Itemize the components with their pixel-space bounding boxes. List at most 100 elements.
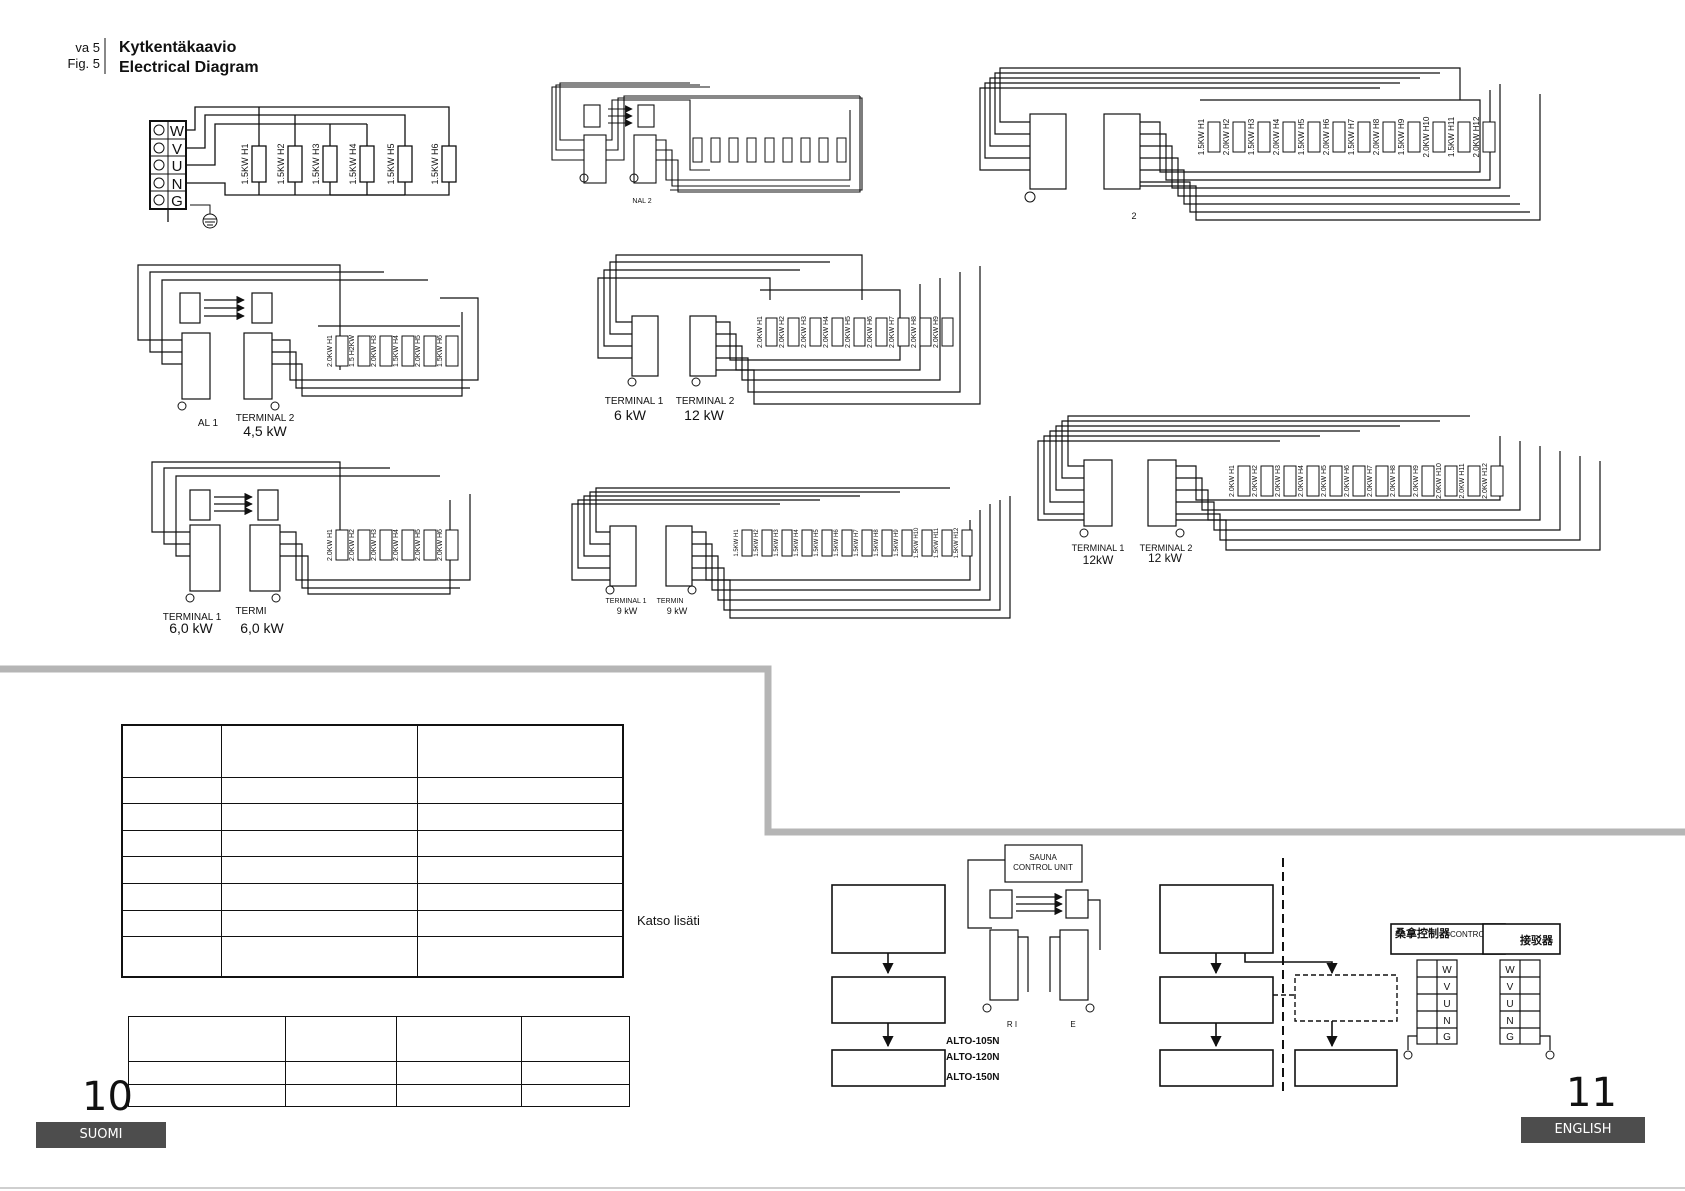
resistor-label: 1.5KW H2 [754,529,760,557]
terminal-block-controller [1407,959,1458,1050]
resistor-label: 1.5KW H1 [240,143,250,184]
page-number-right: 11 [1566,1070,1617,1116]
resistor-label: 2.0KW H6 [867,316,874,348]
terminal-block-connector [1499,959,1551,1050]
resistor-bank: 2.0KW H1 2.0KW H2 2.0KW H3 2.0KW H4 2.0K… [1229,463,1504,499]
ctrl-terminal-n: N [1443,1016,1450,1027]
language-tab-suomi: SUOMI [36,1122,166,1148]
resistor-label: 2.0KW H8 [1390,465,1397,497]
diagram-5-terminal-1: TERMINAL 1 [605,396,664,407]
resistor-bank: 1.5KW H1 2.0KW H2 1.5KW H3 2.0KW H4 1.5K… [1197,116,1496,157]
resistor-label: 2.0KW H2 [1252,465,1259,497]
figure-number-en: Fig. 5 [67,56,100,71]
diagram-4: 2.0KW H1 1.5 H2KW 2.0KW H3 1.5KW H4 2.0K… [137,264,479,439]
resistor-label: 2.0KW H8 [1372,118,1381,155]
diagram-6-power-1: 12kW [1083,553,1114,567]
resistor-label: 2.0KW H12 [1472,116,1481,157]
figure-header: va 5 Fig. 5 Kytkentäkaavio Electrical Di… [67,38,259,76]
diagram-8-terminal-1: TERMINAL 1 [606,598,647,605]
resistor-label: 1.5KW H11 [1447,116,1456,157]
ctrl-terminal-u: U [1443,999,1450,1010]
resistor-label: 2.0KW H1 [327,335,334,367]
connector-cn: 接驳器 [1520,933,1554,947]
resistor-label: 2.0KW H5 [1321,465,1328,497]
diagram-3-label: 2 [1131,211,1136,221]
resistor-bank: 1.5KW H1 1.5KW H2 1.5KW H3 1.5KW H4 1.5K… [734,527,973,558]
resistor-label: 1.5KW H6 [430,143,440,184]
resistor-label: 1.5KW H1 [734,529,740,557]
diagram-4-label-right: TERMINAL 2 [236,413,295,424]
resistor: 1.5KW H6 [430,143,457,185]
page-number-left: 10 [82,1074,133,1120]
control-unit-diagram: SAUNA CONTROL UNIT R I E ALTO-105N ALTO-… [831,844,1101,1087]
model-120n: ALTO-120N [946,1052,1000,1063]
resistor-bank: 2.0KW H1 1.5 H2KW 2.0KW H3 1.5KW H4 2.0K… [327,335,459,367]
diagram-1: W V U N G 1.5KW H1 1.5KW H2 1.5KW H3 1.5… [149,106,457,229]
terminal-block: W V U N G [149,120,187,210]
diagram-5-terminal-2: TERMINAL 2 [676,396,735,407]
terminal-w: W [170,123,185,140]
resistor-label: 2.0KW H6 [437,529,444,561]
resistor-label: 1.5KW H9 [1397,118,1406,155]
section-separator [0,665,1685,836]
ctrl-terminal-v: V [1444,982,1451,993]
resistor-label: 2.0KW H3 [801,316,808,348]
resistor: 1.5KW H2 [276,143,303,185]
resistor-label: 2.0KW H4 [393,529,400,561]
terminal-u: U [172,158,183,175]
resistor-bank [692,137,847,163]
resistor-label: 2.0KW H4 [1298,465,1305,497]
resistor-label: 2.0KW H3 [371,529,378,561]
diagram-4-power: 4,5 kW [243,423,287,439]
language-tab-english: ENGLISH [1521,1117,1645,1143]
resistor-label: 1.5KW H6 [834,529,840,557]
controller-cn: 桑拿控制器 [1394,926,1451,940]
diagram-8: 1.5KW H1 1.5KW H2 1.5KW H3 1.5KW H4 1.5K… [571,487,1011,619]
resistor-label: 2.0KW H2 [349,529,356,561]
terminal-n: N [172,176,183,193]
resistor-label: 2.0KW H7 [1367,465,1374,497]
resistor-label: 2.0KW H4 [823,316,830,348]
conn-terminal-v: V [1507,982,1514,993]
diagram-8-power-1: 9 kW [617,606,638,616]
title-fi: Kytkentäkaavio [119,39,237,56]
diagram-8-terminal-2: TERMIN [657,598,684,605]
resistor-label: 1.5KW H7 [1347,118,1356,155]
see-more-text: Katso lisäti [637,913,700,928]
control-label-r: R I [1007,1020,1017,1029]
diagram-2-label: NAL 2 [632,198,651,205]
resistor-bank: 2.0KW H1 2.0KW H2 2.0KW H3 2.0KW H4 2.0K… [327,529,459,561]
diagram-7: 2.0KW H1 2.0KW H2 2.0KW H3 2.0KW H4 2.0K… [151,461,471,636]
resistor-label: 2.0KW H11 [1459,463,1466,498]
resistor-label: 1.5KW H12 [954,527,960,558]
resistor-label: 1.5KW H3 [774,529,780,557]
resistor-label: 2.0KW H4 [1272,118,1281,155]
resistor-label: 2.0KW H6 [1344,465,1351,497]
chinese-box-connector: 接驳器 [1482,923,1561,955]
resistor-label: 1.5KW H5 [1297,118,1306,155]
diagram-5-power-1: 6 kW [614,407,647,423]
resistor-label: 1.5KW H11 [934,527,940,558]
diagram-6-terminal-1: TERMINAL 1 [1072,543,1125,553]
resistor-label: 2.0KW H6 [1322,118,1331,155]
resistor: 1.5KW H3 [311,143,338,185]
flow-diagram: 桑拿控制器 CONTROL U 接驳器 W V U N G W [1159,858,1561,1094]
resistor-label: 1.5KW H4 [348,143,358,184]
control-unit-label-2: CONTROL UNIT [1013,863,1073,872]
resistor: 1.5KW H1 [240,143,267,185]
diagram-7-power-2: 6,0 kW [240,620,284,636]
diagram-8-power-2: 9 kW [667,606,688,616]
resistor-label: 1.5KW H2 [276,143,286,184]
conn-terminal-u: U [1506,999,1513,1010]
conn-terminal-n: N [1506,1016,1513,1027]
resistor-label: 2.0KW H1 [327,529,334,561]
resistor-label: 1.5KW H5 [386,143,396,184]
ctrl-terminal-g: G [1443,1032,1451,1043]
title-en: Electrical Diagram [119,59,259,76]
controller-en: CONTROL U [1450,930,1497,939]
resistor-label: 2.0KW H7 [889,316,896,348]
resistor-label: 1.5KW H7 [854,529,860,557]
diagram-6-terminal-2: TERMINAL 2 [1140,543,1193,553]
resistor-label: 1.5KW H4 [393,335,400,367]
resistor-label: 2.0KW H2 [1222,118,1231,155]
